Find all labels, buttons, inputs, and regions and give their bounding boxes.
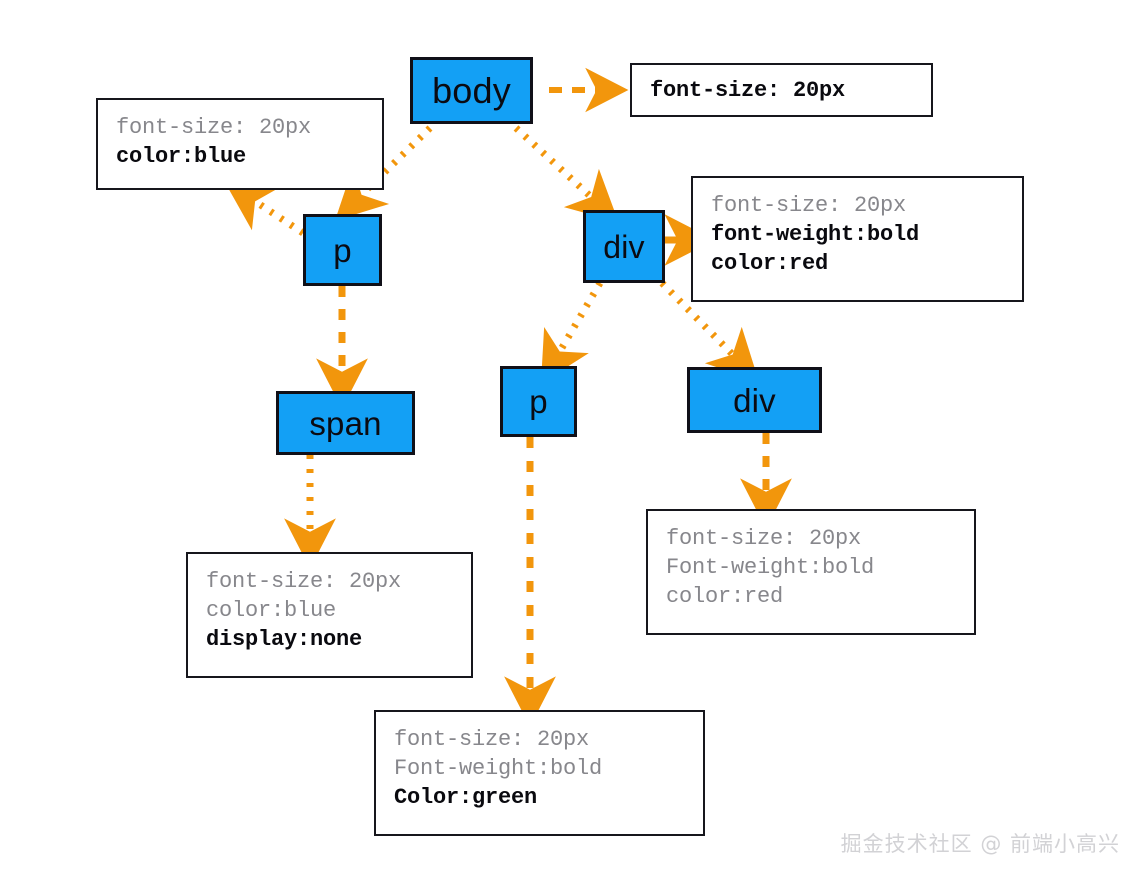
css-line: color:red — [711, 251, 829, 277]
node-body[interactable]: body — [410, 57, 533, 124]
css-box-p-1: font-size: 20px color:blue — [96, 98, 384, 190]
css-line: Font-weight:bold — [394, 756, 603, 782]
css-line: font-size: 20px — [650, 78, 846, 103]
css-box-span-1: font-size: 20px color:blue display:none — [186, 552, 473, 678]
node-p-2-label: p — [529, 383, 548, 420]
arrow-body-to-div1 — [513, 125, 619, 223]
arrow-p1-to-p1-style — [224, 180, 305, 236]
css-line: Font-weight:bold — [666, 555, 875, 581]
node-div-2-label: div — [733, 381, 776, 419]
watermark: 掘金技术社区 @ 前端小高兴 — [840, 832, 1120, 856]
css-line: font-weight:bold — [711, 222, 920, 248]
css-line: display:none — [206, 627, 363, 653]
css-box-div-1: font-size: 20px font-weight:bold color:r… — [691, 176, 1024, 302]
node-div-1[interactable]: div — [583, 210, 665, 283]
css-line: color:blue — [206, 598, 337, 624]
node-p-1-label: p — [333, 231, 352, 269]
css-box-body: font-size: 20px — [630, 63, 933, 117]
node-div-2[interactable]: div — [687, 367, 822, 433]
css-line: font-size: 20px — [116, 115, 312, 140]
node-span-1-label: span — [309, 404, 382, 442]
node-body-label: body — [432, 69, 511, 111]
css-line: font-size: 20px — [394, 727, 590, 752]
css-line: font-size: 20px — [666, 526, 862, 551]
arrow-div1-to-p2 — [540, 281, 604, 384]
css-box-p-2: font-size: 20px Font-weight:bold Color:g… — [374, 710, 705, 836]
node-div-1-label: div — [603, 228, 645, 265]
css-line: color:blue — [116, 144, 247, 170]
css-line: font-size: 20px — [711, 193, 907, 218]
node-span-1[interactable]: span — [276, 391, 415, 455]
css-line: font-size: 20px — [206, 569, 402, 594]
css-line: color:red — [666, 584, 784, 610]
css-line: Color:green — [394, 785, 538, 811]
node-p-1[interactable]: p — [303, 214, 382, 286]
node-p-2[interactable]: p — [500, 366, 577, 437]
css-box-div-2: font-size: 20px Font-weight:bold color:r… — [646, 509, 976, 635]
